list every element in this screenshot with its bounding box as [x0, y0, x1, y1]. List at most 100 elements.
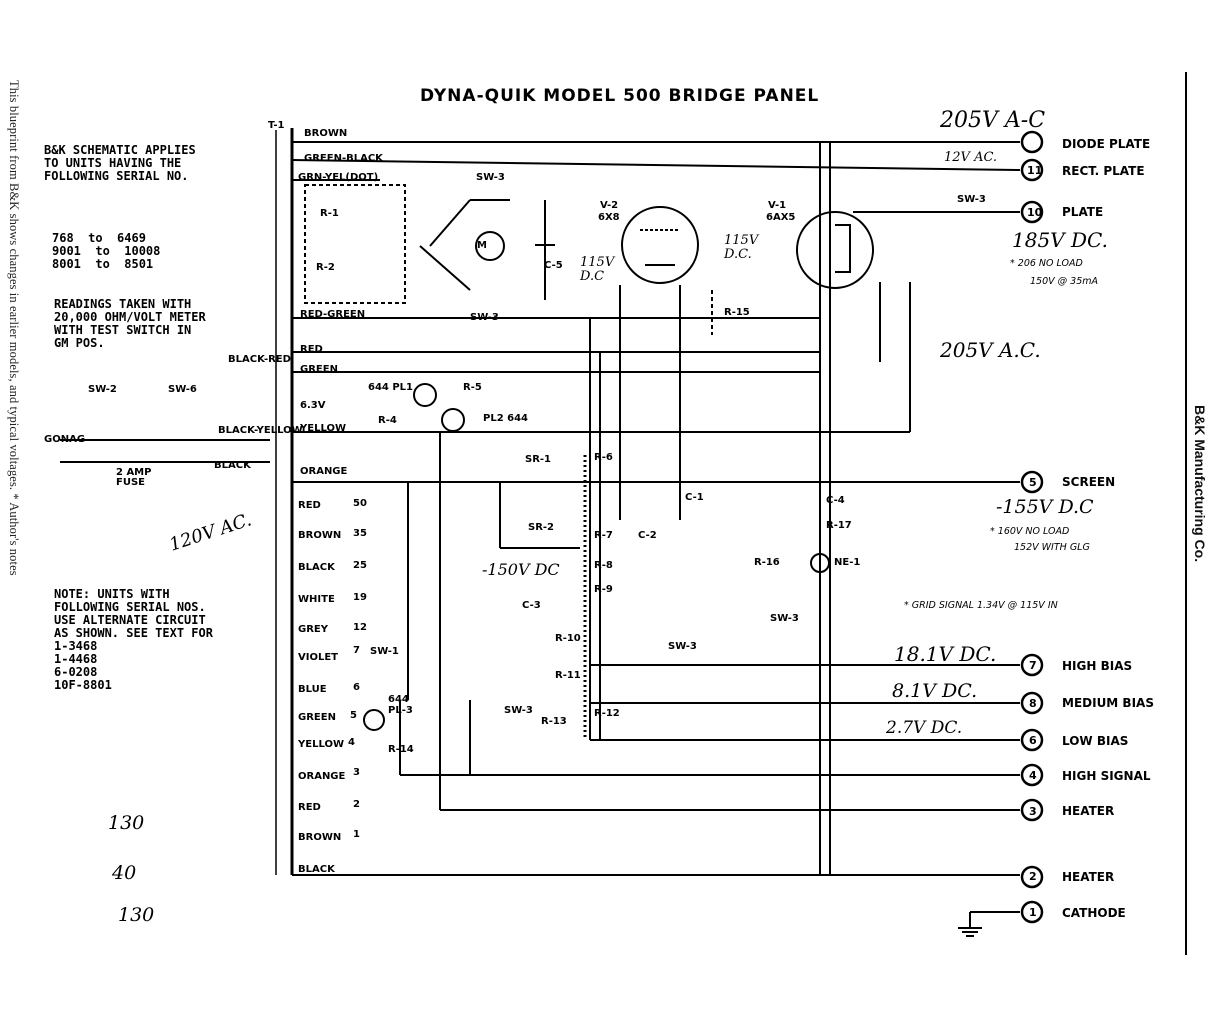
terminal-label-heater-3: HEATER: [1062, 804, 1115, 818]
v2-tube: [621, 206, 699, 284]
label-r1: R-1: [320, 208, 339, 219]
serial-line-1: B&K SCHEMATIC APPLIES: [44, 143, 196, 157]
annotation-160v-no-load: * 160V NO LOAD: [990, 526, 1070, 537]
terminal-num-11: 11: [1027, 164, 1043, 177]
wire-label-red-top: RED: [300, 344, 323, 355]
terminal-label-low-bias: LOW BIAS: [1062, 734, 1129, 748]
wire-label-grey-12: GREY: [298, 624, 328, 635]
wire-label-violet-7: VIOLET: [298, 652, 338, 663]
annotation-18-1v-dc: 18.1V DC.: [894, 642, 997, 666]
wire-label-red-50: RED: [298, 500, 321, 511]
annotation-130-ohm-a: 130: [108, 812, 145, 834]
label-ne1: NE-1: [834, 557, 861, 568]
label-c5: C-5: [544, 260, 563, 271]
alt-line-8: 10F-8801: [54, 678, 112, 692]
terminal-num-8: 8: [1029, 697, 1037, 710]
wire-rect-plate: [291, 159, 1021, 171]
label-pl3: 644 PL-3: [388, 694, 413, 716]
label-r8: R-8: [594, 560, 613, 571]
readings-line-1: READINGS TAKEN WITH: [54, 297, 192, 311]
label-r14: R-14: [388, 744, 414, 755]
wire-label-brown-35: BROWN: [298, 530, 342, 541]
terminal-circle: [1020, 200, 1044, 224]
annotation-130-ohm-b: 130: [118, 904, 155, 926]
sw3-arm: [429, 199, 471, 247]
label-r16: R-16: [754, 557, 780, 568]
alt-line-5: 1-3468: [54, 639, 98, 653]
label-black: BLACK: [214, 460, 251, 471]
terminal-num-4: 4: [1029, 769, 1037, 782]
label-fuse: 2 AMP FUSE: [116, 467, 152, 488]
terminal-circle: [1020, 130, 1044, 154]
label-sr1: SR-1: [525, 454, 552, 465]
serial-line-2: TO UNITS HAVING THE: [44, 156, 182, 170]
terminal-label-diode-plate: DIODE PLATE: [1062, 137, 1151, 151]
wire-label-white-19: WHITE: [298, 594, 335, 605]
label-pl2: PL2 644: [483, 413, 529, 424]
wire-tap-2: 2: [353, 799, 360, 810]
serial-line-3: FOLLOWING SERIAL NO.: [44, 169, 189, 183]
label-pl1: 644 PL1: [368, 382, 414, 393]
label-v1-type: 6AX5: [766, 212, 796, 223]
terminal-circle: [1020, 865, 1044, 889]
terminal-label-cathode: CATHODE: [1062, 906, 1126, 920]
terminal-label-screen: SCREEN: [1062, 475, 1116, 489]
label-black-red: BLACK-RED: [228, 354, 291, 365]
label-sw1: SW-1: [370, 646, 399, 657]
terminal-label-high-signal: HIGH SIGNAL: [1062, 769, 1151, 783]
wire-label-red-2: RED: [298, 802, 321, 813]
wire-label-orange-top: ORANGE: [300, 466, 348, 477]
wire-tap-6: 6: [353, 682, 360, 693]
terminal-label-heater-2: HEATER: [1062, 870, 1115, 884]
terminal-circle: [1020, 158, 1044, 182]
label-6-3v: 6.3V: [300, 400, 326, 411]
label-v2-type: 6X8: [598, 212, 620, 223]
publisher-caption: B&K Manufacturing Co.: [1192, 405, 1208, 563]
readings-line-3: WITH TEST SWITCH IN: [54, 323, 192, 337]
label-r4: R-4: [378, 415, 397, 426]
label-meter: M: [477, 240, 487, 251]
terminal-circle: [1020, 691, 1044, 715]
terminal-label-plate: PLATE: [1062, 205, 1104, 219]
serial-range-3: 8001 to 8501: [52, 257, 154, 271]
label-sw3-top: SW-3: [476, 172, 505, 183]
label-sr2: SR-2: [528, 522, 555, 533]
alt-line-2: FOLLOWING SERIAL NOS.: [54, 600, 206, 614]
readings-line-4: GM POS.: [54, 336, 105, 350]
serial-range-1: 768 to 6469: [52, 231, 146, 245]
annotation-2-7v-dc: 2.7V DC.: [886, 718, 963, 738]
wire-label-black-bottom: BLACK: [298, 864, 335, 875]
terminal-circle: [1020, 798, 1044, 822]
readings-note: READINGS TAKEN WITH 20,000 OHM/VOLT METE…: [54, 298, 206, 350]
alt-note: NOTE: UNITS WITH FOLLOWING SERIAL NOS. U…: [54, 588, 213, 692]
wire-tap-12: 12: [353, 622, 367, 633]
wire-label-green-black: GREEN-BLACK: [304, 153, 383, 164]
label-r12: R-12: [594, 708, 620, 719]
annotation-115v-dc-b: 115V D.C: [580, 255, 615, 284]
label-t1: T-1: [268, 120, 285, 131]
wire-tap-4: 4: [348, 737, 355, 748]
terminal-num-7: 7: [1029, 659, 1037, 672]
terminal-num-3: 3: [1029, 805, 1037, 818]
annotation-12v-ac: 12V AC.: [944, 150, 998, 165]
wire-label-brown-1: BROWN: [298, 832, 342, 843]
label-c4: C-4: [826, 495, 845, 506]
wire-tap-25: 25: [353, 560, 367, 571]
label-r9: R-9: [594, 584, 613, 595]
ne1-lamp: [810, 553, 830, 573]
label-r10: R-10: [555, 633, 581, 644]
annotation-40-ohm: 40: [112, 862, 137, 884]
label-sw3-plate: SW-3: [957, 194, 986, 205]
wire-label-brown-top: BROWN: [304, 128, 348, 139]
wire-label-red-green: RED-GREEN: [300, 309, 366, 320]
label-sw3-lower: SW-3: [470, 312, 499, 323]
serial-ranges: 768 to 6469 9001 to 10008 8001 to 8501: [52, 232, 160, 271]
sw3-lower-arm: [419, 245, 471, 291]
meter-circle: [475, 231, 505, 261]
label-sw2: SW-2: [88, 384, 117, 395]
label-r13: R-13: [541, 716, 567, 727]
wire-tap-19: 19: [353, 592, 367, 603]
terminal-circle: [1020, 653, 1044, 677]
label-r2: R-2: [316, 262, 335, 273]
